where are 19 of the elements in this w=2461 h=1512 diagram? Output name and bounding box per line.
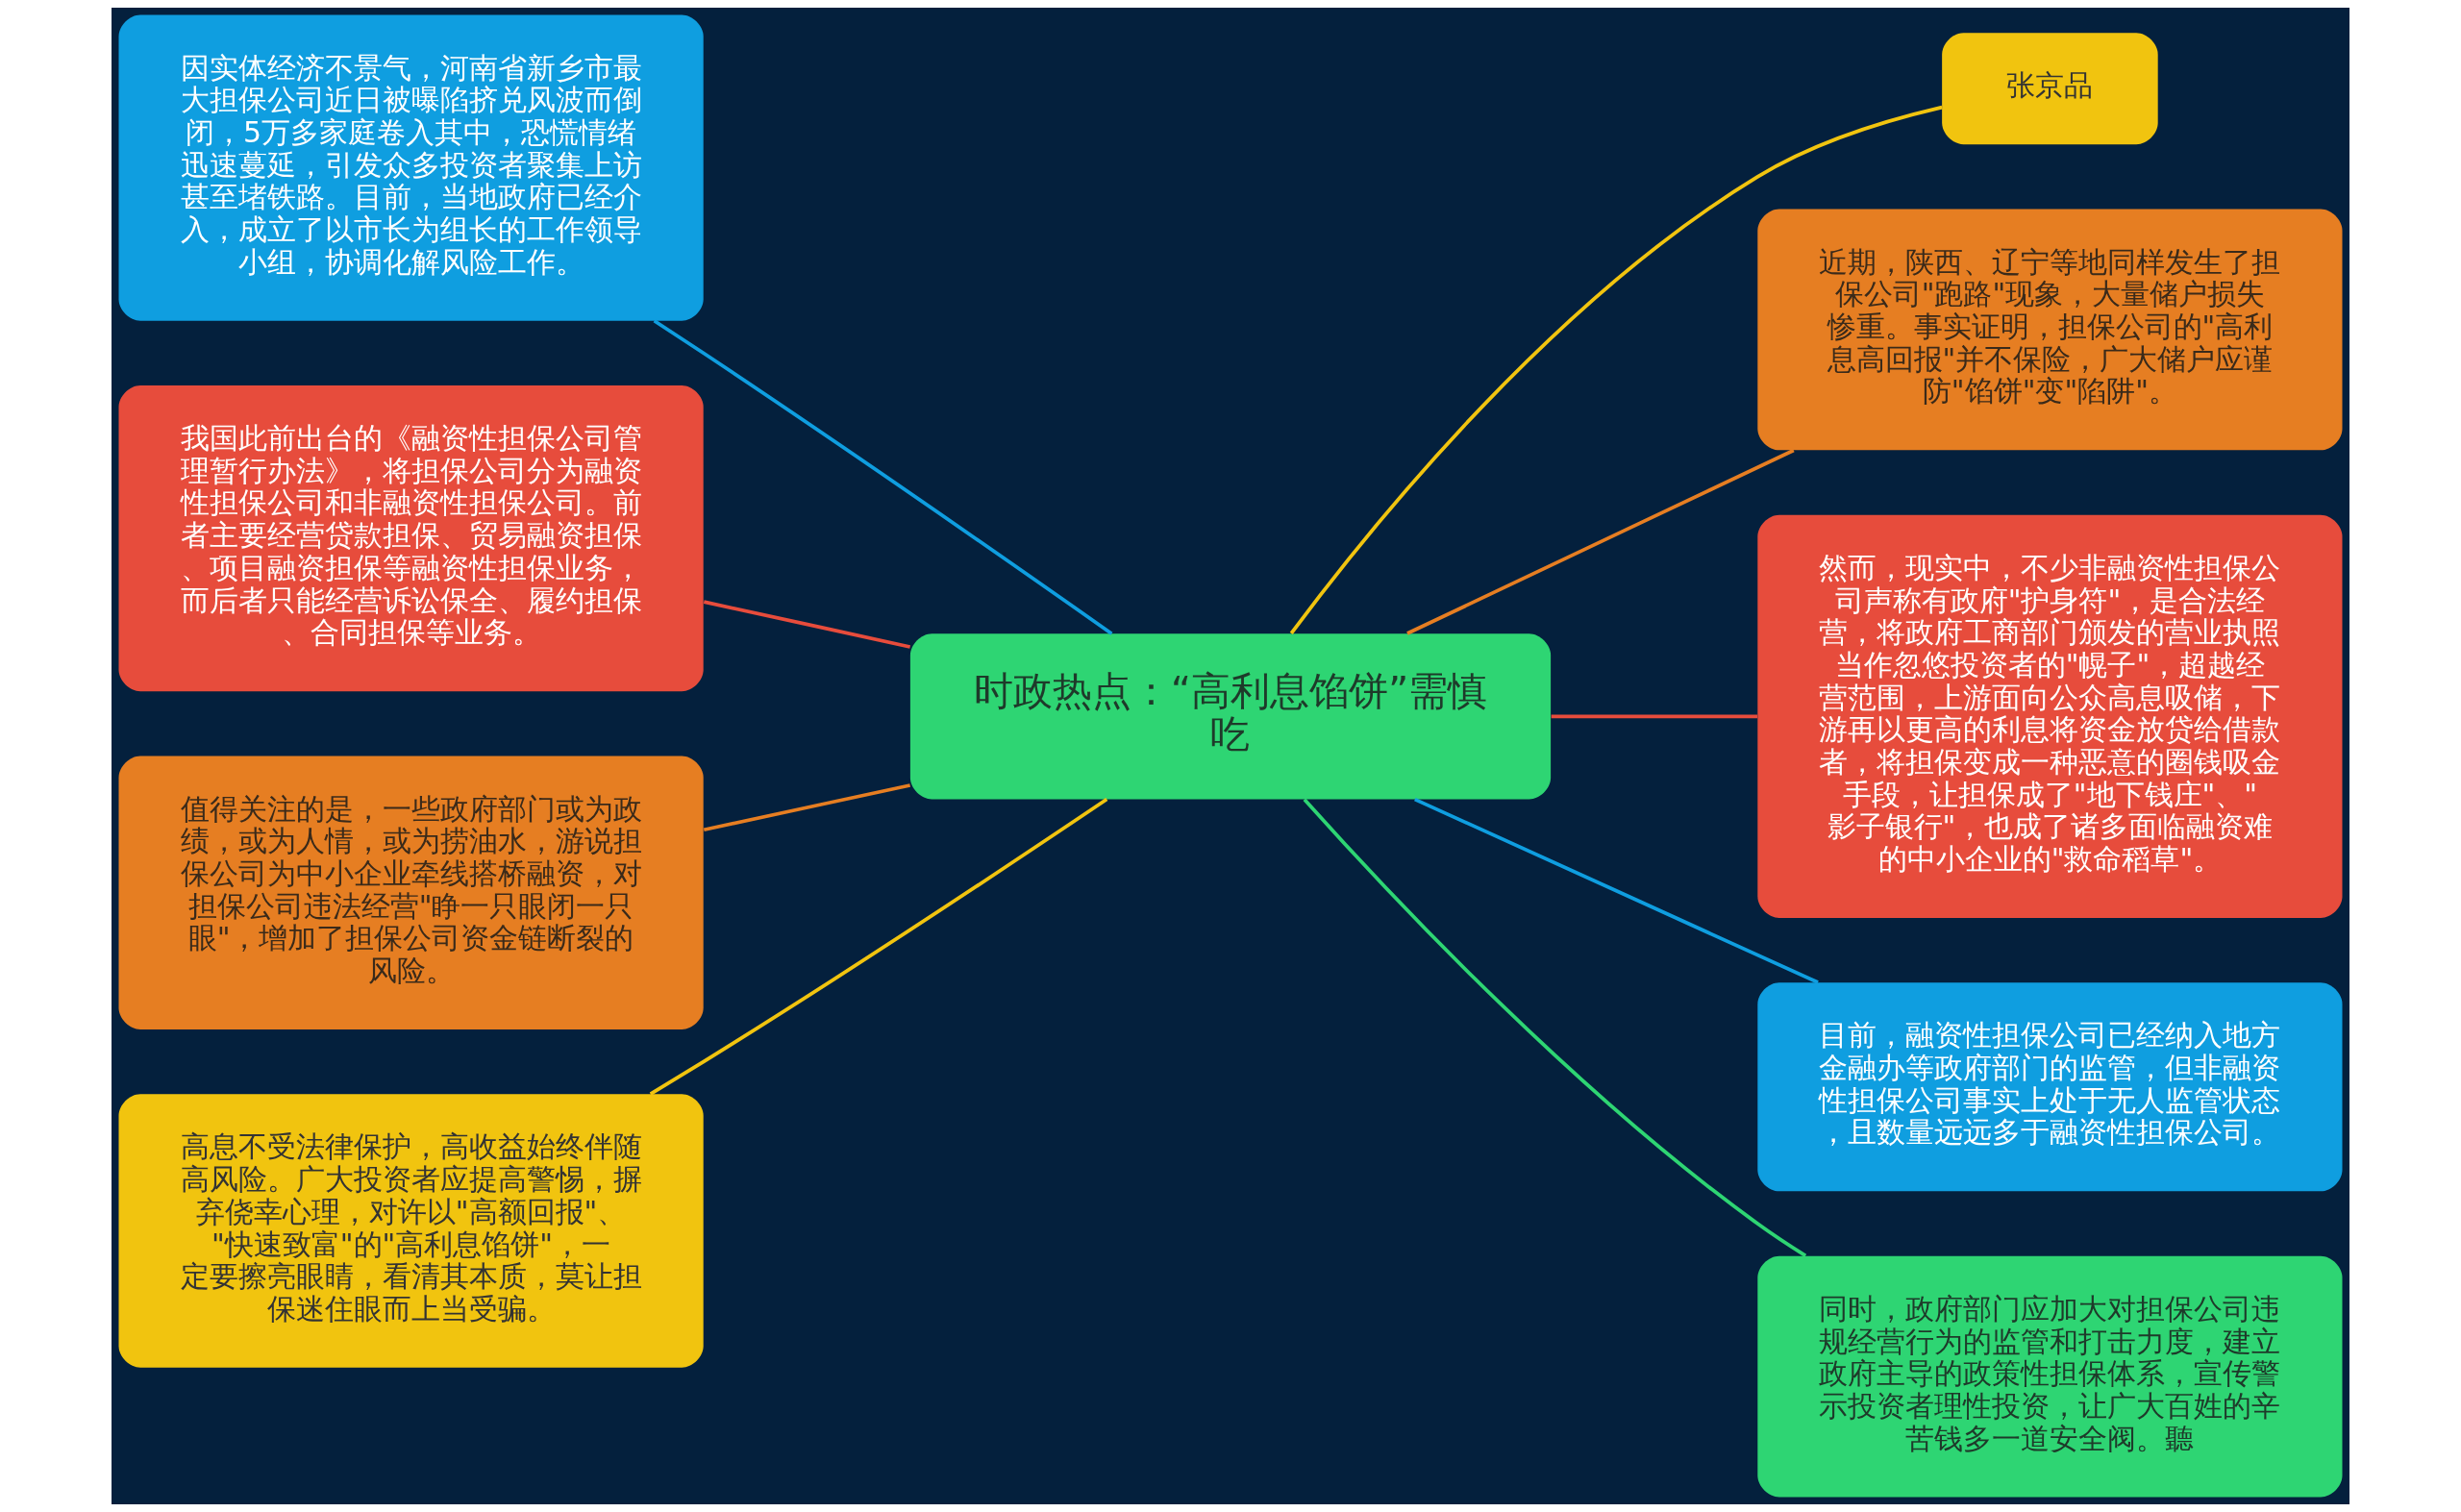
node-box: 张京品: [1942, 33, 2158, 145]
node-box: 近期，陕西、辽宁等地同样发生了担保公司"跑路"现象，大量储户损失惨重。事实证明，担保公司的"高利息高回报"并不保险，广大储户应谨防"馅饼"变"陷阱"。: [1757, 209, 2343, 451]
node-box: 同时，政府部门应加大对担保公司违规经营行为的监管和打击力度，建立政府主导的政策性担保体系，宣传警示投资者理性投资，让广大百姓的辛苦钱多一道安全阀。聽: [1757, 1255, 2343, 1498]
node-box: 我国此前出台的《融资性担保公司管理暂行办法》，将担保公司分为融资性担保公司和非融资性担保公司。前者主要经营贷款担保、贸易融资担保、项目融资担保等融资性担保业务，而后者只能经营诉讼保全、履约担保、合同担保等业务。: [118, 385, 704, 692]
connector: [703, 783, 911, 832]
connector: [1289, 105, 1943, 634]
connector: [1406, 448, 1795, 635]
connector: [1414, 797, 1819, 984]
node-box: 高息不受法律保护，高收益始终伴随高风险。广大投资者应提高警惕，摒弃侥幸心理，对许以"高额回报"、"快速致富"的"高利息馅饼"，一定要擦亮眼睛，看清其本质，莫让担保迷住眼而上当受骗。: [118, 1094, 704, 1368]
node-box: 然而，现实中，不少非融资性担保公司声称有政府"护身符"，是合法经营，将政府工商部门颁发的营业执照当作忽悠投资者的"幌子"，超越经营范围，上游面向公众高息吸储，下游再以更高的利息将资金放贷给借款者，将担保变成一种恶意的圈钱吸金手段，让担保成了"地下钱庄"、"影子银行"，也成了诸多面临融资难的中小企业的"救命稻草"。: [1757, 514, 2343, 918]
connector: [1551, 714, 1758, 719]
connector: [703, 600, 911, 649]
connector: [1303, 798, 1807, 1257]
node-box: 值得关注的是，一些政府部门或为政绩，或为人情，或为捞油水，游说担保公司为中小企业牵线搭桥融资，对担保公司违法经营"睁一只眼闭一只眼"，增加了担保公司资金链断裂的风险。: [118, 756, 704, 1029]
connector: [649, 797, 1108, 1096]
node-box: 时政热点：“高利息馅饼”需慎吃: [909, 633, 1552, 800]
node-box: 目前，融资性担保公司已经纳入地方金融办等政府部门的监管，但非融资性担保公司事实上处于无人监管状态，且数量远远多于融资性担保公司。: [1757, 982, 2343, 1192]
node-box: 因实体经济不景气，河南省新乡市最大担保公司近日被曝陷挤兑风波而倒闭，5万多家庭卷入其中，恐慌情绪迅速蔓延，引发众多投资者聚集上访甚至堵铁路。目前，当地政府已经介入，成立了以市长为组长的工作领导小组，协调化解风险工作。: [118, 14, 704, 321]
connector: [653, 319, 1113, 635]
